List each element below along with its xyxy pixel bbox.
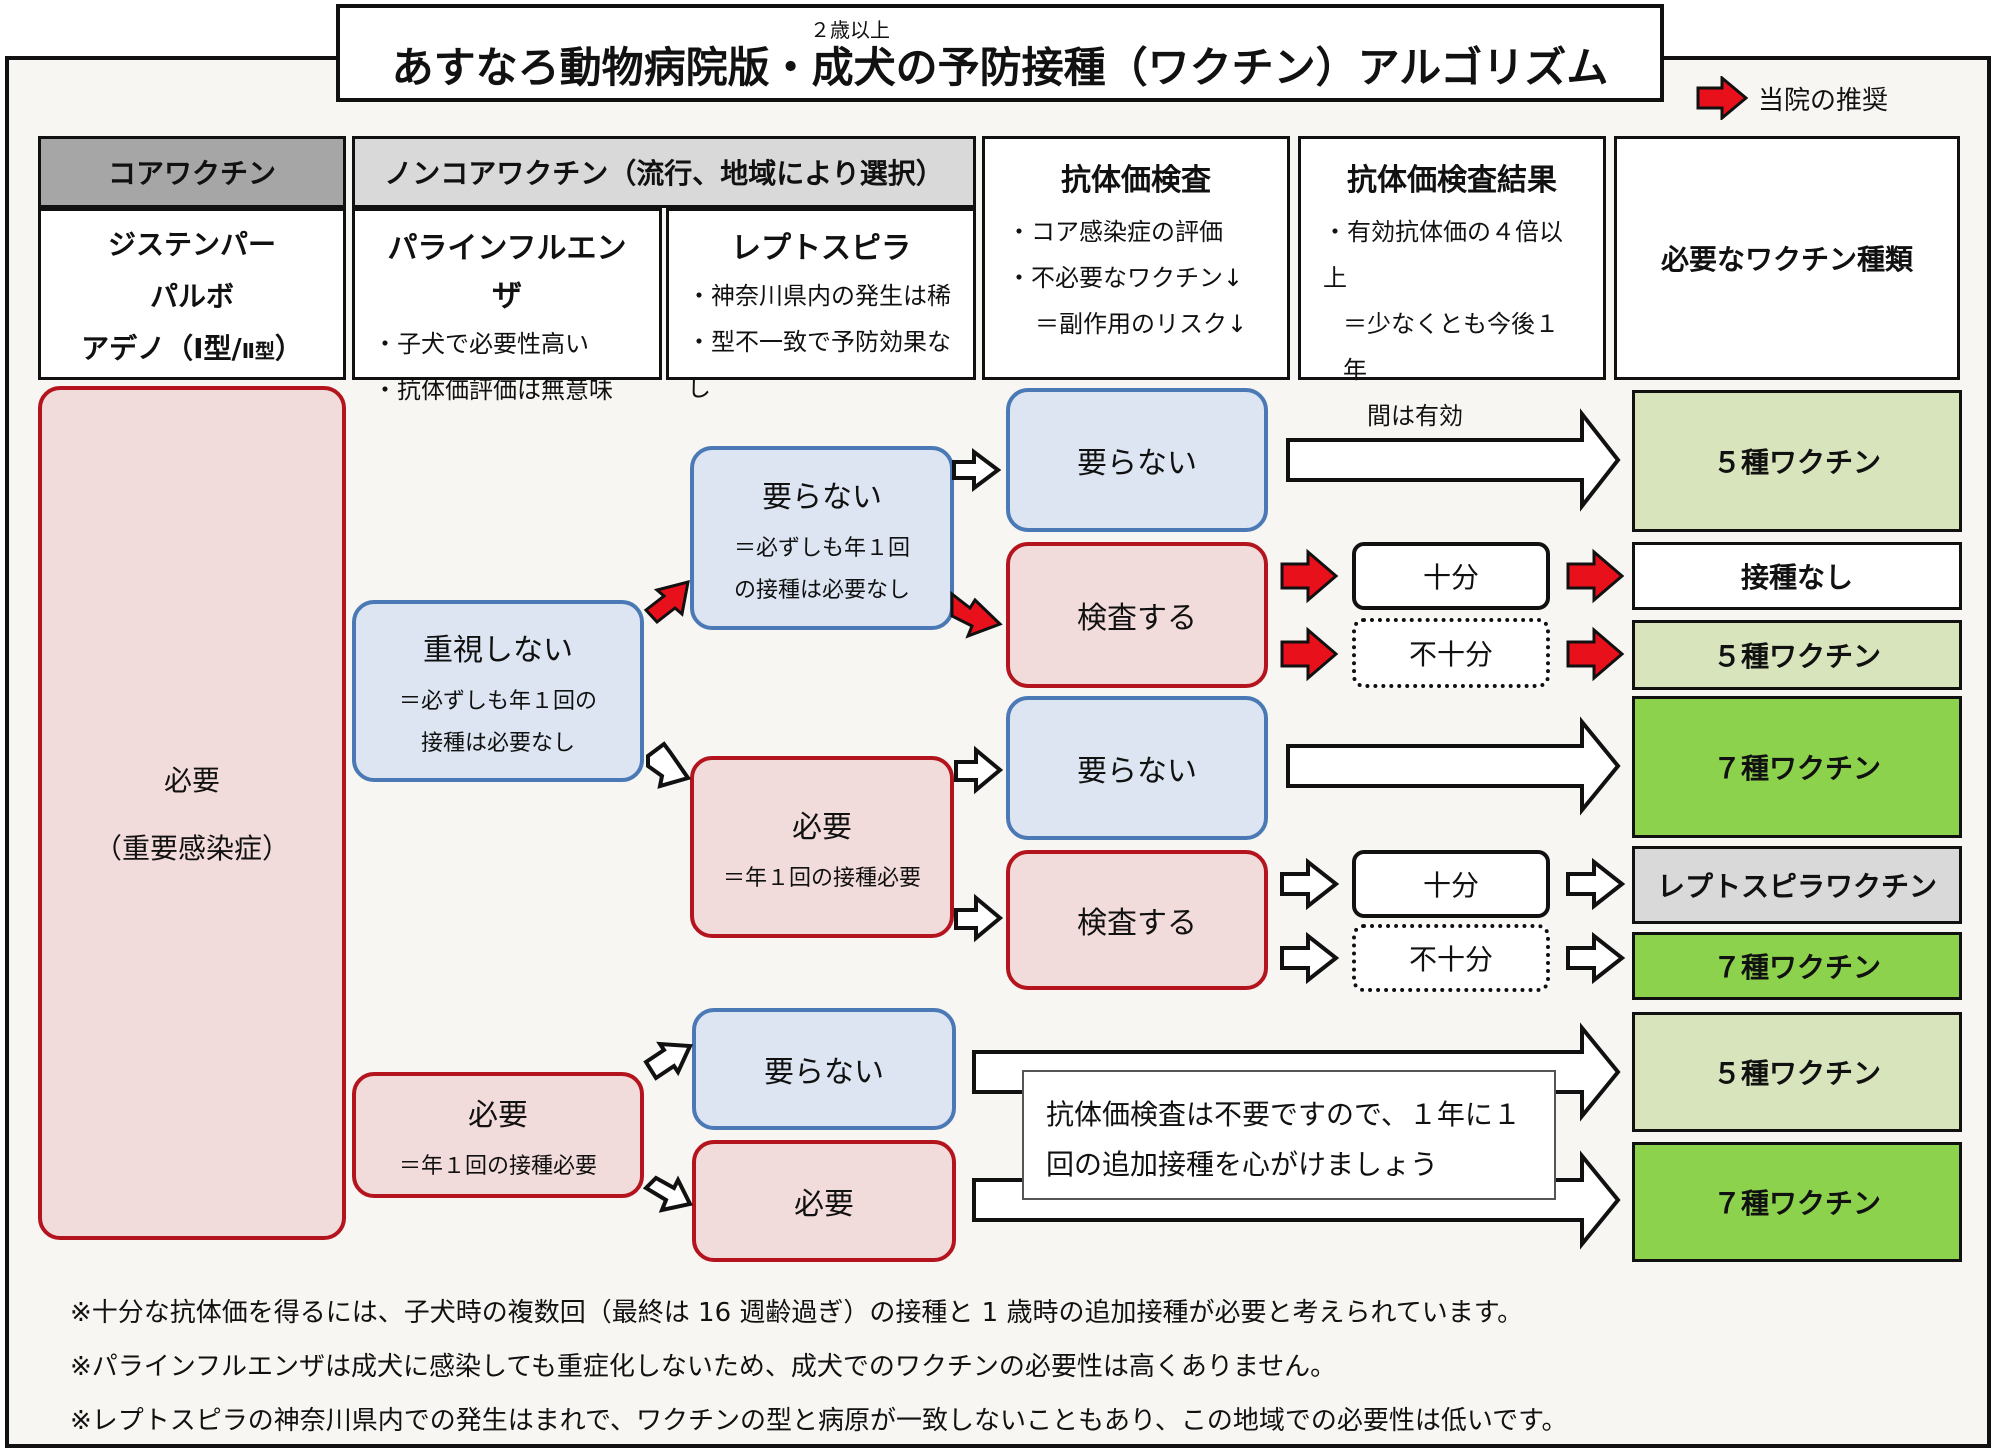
core-distemper: ジステンパー (107, 228, 276, 261)
page-title: ２歳以上 あすなろ動物病院版・成犬の予防接種（ワクチン）アルゴリズム (336, 4, 1664, 102)
core-parvo: パルボ (149, 280, 234, 313)
header-antibody-result: 抗体価検査結果 ・有効抗体価の４倍以上 ＝少なくとも今後１年 間は有効 (1298, 136, 1606, 430)
title-main: あすなろ動物病院版・成犬の予防接種（ワクチン）アルゴリズム (391, 42, 1609, 92)
legend-label: 当院の推奨 (1758, 85, 1889, 116)
white-arrow-icon (1566, 931, 1626, 985)
antibody-test-line: ・不必要なワクチン↓ (1007, 264, 1244, 292)
antibody-result-line: ＝少なくとも今後１年 (1343, 310, 1559, 384)
vaccine-result-5: レプトスピラワクチン (1632, 846, 1962, 924)
vaccine-result-3: ５種ワクチン (1632, 620, 1962, 690)
header-needed-vaccine: 必要なワクチン種類 (1614, 136, 1960, 380)
leptospira-line: ・型不一致で予防効果なし (687, 328, 951, 402)
red-arrow-icon (643, 579, 690, 625)
header-noncore: ノンコアワクチン（流行、地域により選択） (352, 136, 976, 208)
vaccine-result-8: ７種ワクチン (1632, 1142, 1962, 1262)
title-ruby: ２歳以上 (810, 18, 890, 42)
white-arrow-icon (952, 448, 1002, 492)
antibody-test-title: 抗体価検査 (1061, 163, 1211, 198)
callout-note: 抗体価検査は不要ですので、１年に１回の追加接種を心がけましょう (1022, 1070, 1556, 1200)
white-arrow-icon (954, 745, 1004, 795)
vaccine-result-6: ７種ワクチン (1632, 932, 1962, 1000)
header-antibody-test: 抗体価検査 ・コア感染症の評価 ・不必要なワクチン↓ ＝副作用のリスク↓ (982, 136, 1290, 380)
parainfluenza-line: ・抗体価評価は無意味 (373, 376, 613, 404)
leptospira-title: レプトスピラ (731, 231, 911, 266)
result-not-enough-2: 不十分 (1352, 924, 1550, 992)
legend: 当院の推奨 (1696, 76, 1888, 120)
header-core: コアワクチン (38, 136, 346, 208)
leptospira-line: ・神奈川県内の発生は稀 (687, 282, 951, 310)
vaccine-result-1: ５種ワクチン (1632, 390, 1962, 532)
recommended-arrow-icon (1696, 76, 1748, 120)
node-test-not-needed-2: 要らない (1006, 696, 1268, 840)
antibody-test-line: ＝副作用のリスク↓ (1035, 310, 1248, 338)
white-arrow-icon (642, 1175, 693, 1213)
result-enough-1: 十分 (1352, 542, 1550, 610)
node-lepto-not-needed-2: 要らない (692, 1008, 956, 1130)
red-arrow-icon (1566, 548, 1625, 604)
core-detail: ジステンパー パルボ アデノ（Ⅰ型/Ⅱ型） (38, 208, 346, 380)
node-para-not-important: 重視しない ＝必ずしも年１回の 接種は必要なし (352, 600, 644, 782)
node-test-not-needed-1: 要らない (1006, 388, 1268, 532)
leptospira-info: レプトスピラ ・神奈川県内の発生は稀 ・型不一致で予防効果なし (666, 208, 976, 402)
long-white-arrow-icon (972, 1150, 1621, 1250)
white-arrow-icon (1566, 857, 1626, 911)
node-test-do-1: 検査する (1006, 542, 1268, 688)
node-lepto-needed-2: 必要 (692, 1140, 956, 1262)
white-arrow-icon (954, 893, 1004, 943)
white-arrow-icon (643, 1041, 694, 1081)
result-not-enough-1: 不十分 (1352, 618, 1550, 688)
antibody-result-line: ・有効抗体価の４倍以上 (1323, 218, 1563, 292)
node-core-need: 必要 （重要感染症） (38, 386, 346, 1240)
footnote: ※パラインフルエンザは成犬に感染しても重症化しないため、成犬でのワクチンの必要性… (70, 1352, 1337, 1382)
red-arrow-icon (1280, 626, 1339, 682)
node-test-do-2: 検査する (1006, 850, 1268, 990)
antibody-test-line: ・コア感染症の評価 (1007, 218, 1223, 246)
red-arrow-icon (1566, 626, 1625, 682)
vaccine-result-2: 接種なし (1632, 542, 1962, 610)
result-enough-2: 十分 (1352, 850, 1550, 918)
red-arrow-icon (950, 590, 1003, 639)
core-adeno: アデノ（Ⅰ型/Ⅱ型） (81, 332, 303, 365)
node-lepto-needed: 必要 ＝年１回の接種必要 (690, 756, 954, 938)
footnote: ※レプトスピラの神奈川県内での発生はまれで、ワクチンの型と病原が一致しないことも… (70, 1406, 1568, 1436)
white-arrow-icon (1280, 931, 1340, 985)
parainfluenza-info: パラインフルエンザ ・子犬で必要性高い ・抗体価評価は無意味 (352, 208, 662, 404)
antibody-result-line: 間は有効 (1367, 402, 1463, 430)
long-white-arrow-icon (1286, 408, 1621, 512)
parainfluenza-title: パラインフルエンザ (387, 231, 627, 314)
footnote: ※十分な抗体価を得るには、子犬時の複数回（最終は 16 週齢過ぎ）の接種と 1 … (70, 1298, 1524, 1328)
node-lepto-not-needed: 要らない ＝必ずしも年１回 の接種は必要なし (690, 446, 954, 630)
long-white-arrow-icon (1286, 716, 1621, 816)
red-arrow-icon (1280, 548, 1339, 604)
white-arrow-icon (1280, 857, 1340, 911)
white-arrow-icon (646, 741, 692, 789)
antibody-result-title: 抗体価検査結果 (1347, 163, 1557, 198)
vaccine-result-4: ７種ワクチン (1632, 696, 1962, 838)
vaccine-result-7: ５種ワクチン (1632, 1012, 1962, 1132)
parainfluenza-line: ・子犬で必要性高い (373, 330, 589, 358)
node-para-needed: 必要 ＝年１回の接種必要 (352, 1072, 644, 1198)
